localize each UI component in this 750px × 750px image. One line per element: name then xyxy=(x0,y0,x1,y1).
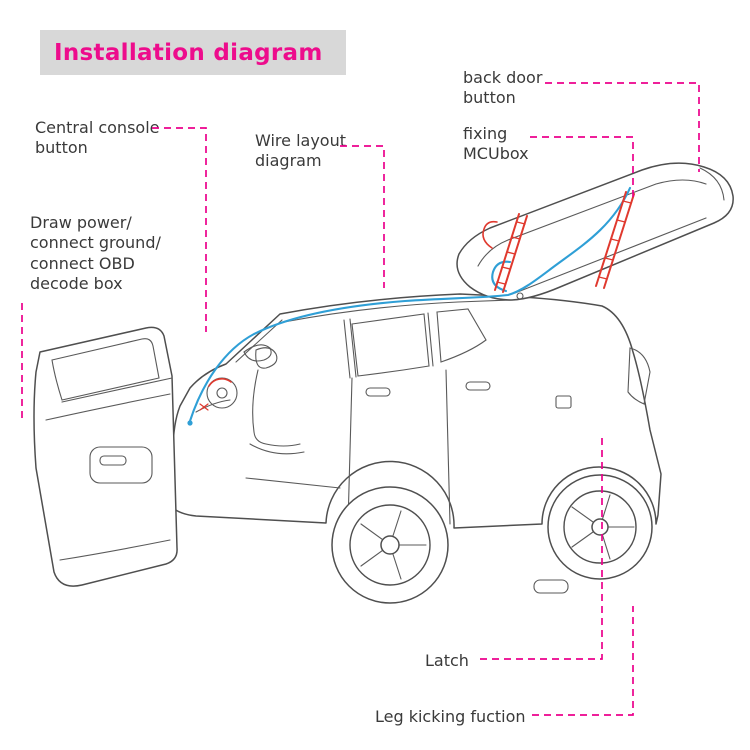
door-inner-handle xyxy=(99,455,127,466)
car-interior xyxy=(195,347,305,455)
label-wire-layout-diagram: Wire layout diagram xyxy=(255,131,346,171)
tailgate-hinge xyxy=(516,292,524,300)
front-wheel xyxy=(331,486,449,604)
rear-wheel xyxy=(547,474,653,580)
title-bar: Installation diagram xyxy=(40,30,346,75)
door-handle-rear xyxy=(465,381,491,391)
steering-wheel xyxy=(199,377,238,411)
fuel-door xyxy=(555,395,572,409)
label-latch: Latch xyxy=(425,651,469,670)
connector-leg-kicking xyxy=(532,606,634,716)
side-mirror xyxy=(243,344,272,362)
tail-lamp xyxy=(627,347,651,405)
page-title: Installation diagram xyxy=(54,39,323,66)
car-body xyxy=(170,293,662,594)
driver-seat xyxy=(249,347,305,455)
label-leg-kicking-function: Leg kicking fuction xyxy=(375,707,526,726)
label-fixing-mcubox: fixing MCUbox xyxy=(463,124,529,164)
connector-wire-layout xyxy=(340,145,385,288)
tailgate-open xyxy=(456,162,734,301)
exhaust xyxy=(533,579,569,594)
tailgate-strut-right xyxy=(595,191,635,289)
label-central-console-button: Central console button xyxy=(35,118,160,158)
connector-fixing-mcubox xyxy=(530,136,634,198)
door-handle-front xyxy=(365,387,391,397)
wire-connector-end xyxy=(187,420,193,426)
label-draw-power-obd: Draw power/ connect ground/ connect OBD … xyxy=(30,213,161,294)
connector-central-console xyxy=(152,127,207,332)
front-door-open xyxy=(33,326,178,587)
label-back-door-button: back door button xyxy=(463,68,543,108)
connector-latch xyxy=(480,438,603,660)
dashboard xyxy=(195,399,231,413)
door-pocket xyxy=(89,446,153,484)
tailgate-strut-left xyxy=(482,213,528,293)
door-window-frame xyxy=(51,338,160,401)
connector-back-door-button xyxy=(545,82,700,172)
